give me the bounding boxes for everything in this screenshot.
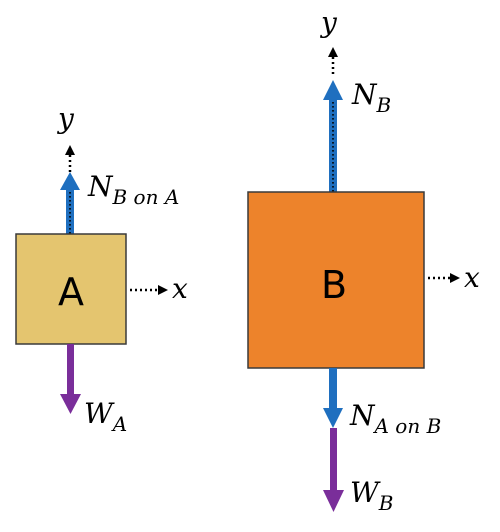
block-a-y-axis-label: y xyxy=(56,102,75,135)
dotted-arrow-icon xyxy=(158,285,168,295)
block-a-group: y NB on A A x WA xyxy=(15,102,188,436)
block-a-normal-force-label: NB on A xyxy=(87,170,179,209)
block-b-normal-force-arrow xyxy=(323,80,343,192)
block-b-weight-label: WB xyxy=(350,476,393,515)
block-b-weight-arrow xyxy=(323,428,344,512)
block-a-x-axis-label: x xyxy=(172,272,188,305)
arrow-down-icon xyxy=(323,408,343,428)
dotted-arrow-icon xyxy=(65,145,75,155)
block-b-contact-force-label: NA on B xyxy=(349,399,441,438)
dotted-arrow-icon xyxy=(328,47,338,57)
arrow-down-icon xyxy=(323,490,344,512)
dotted-arrow-icon xyxy=(450,273,460,283)
block-a-weight-label: WA xyxy=(84,397,127,436)
block-a-label: A xyxy=(58,270,84,314)
block-b-normal-force-label: NB xyxy=(351,78,391,117)
block-b-x-axis-label: x xyxy=(464,261,480,294)
arrow-up-icon xyxy=(60,172,80,190)
block-b-label: B xyxy=(321,263,347,307)
block-a-x-axis-arrow xyxy=(130,285,168,295)
arrow-up-icon xyxy=(323,80,343,100)
block-a-y-axis-arrow xyxy=(65,145,75,182)
block-b-box xyxy=(247,191,425,369)
block-b-y-axis-label: y xyxy=(319,6,338,39)
block-b-y-axis-arrow xyxy=(328,47,338,74)
block-b-contact-force-arrow xyxy=(323,368,343,428)
block-a-normal-force-arrow xyxy=(60,172,80,234)
arrow-down-icon xyxy=(60,394,81,414)
block-b-group: y NB B x NA on B xyxy=(247,6,480,515)
block-b-x-axis-arrow xyxy=(428,273,460,283)
block-a-weight-arrow xyxy=(60,344,81,414)
